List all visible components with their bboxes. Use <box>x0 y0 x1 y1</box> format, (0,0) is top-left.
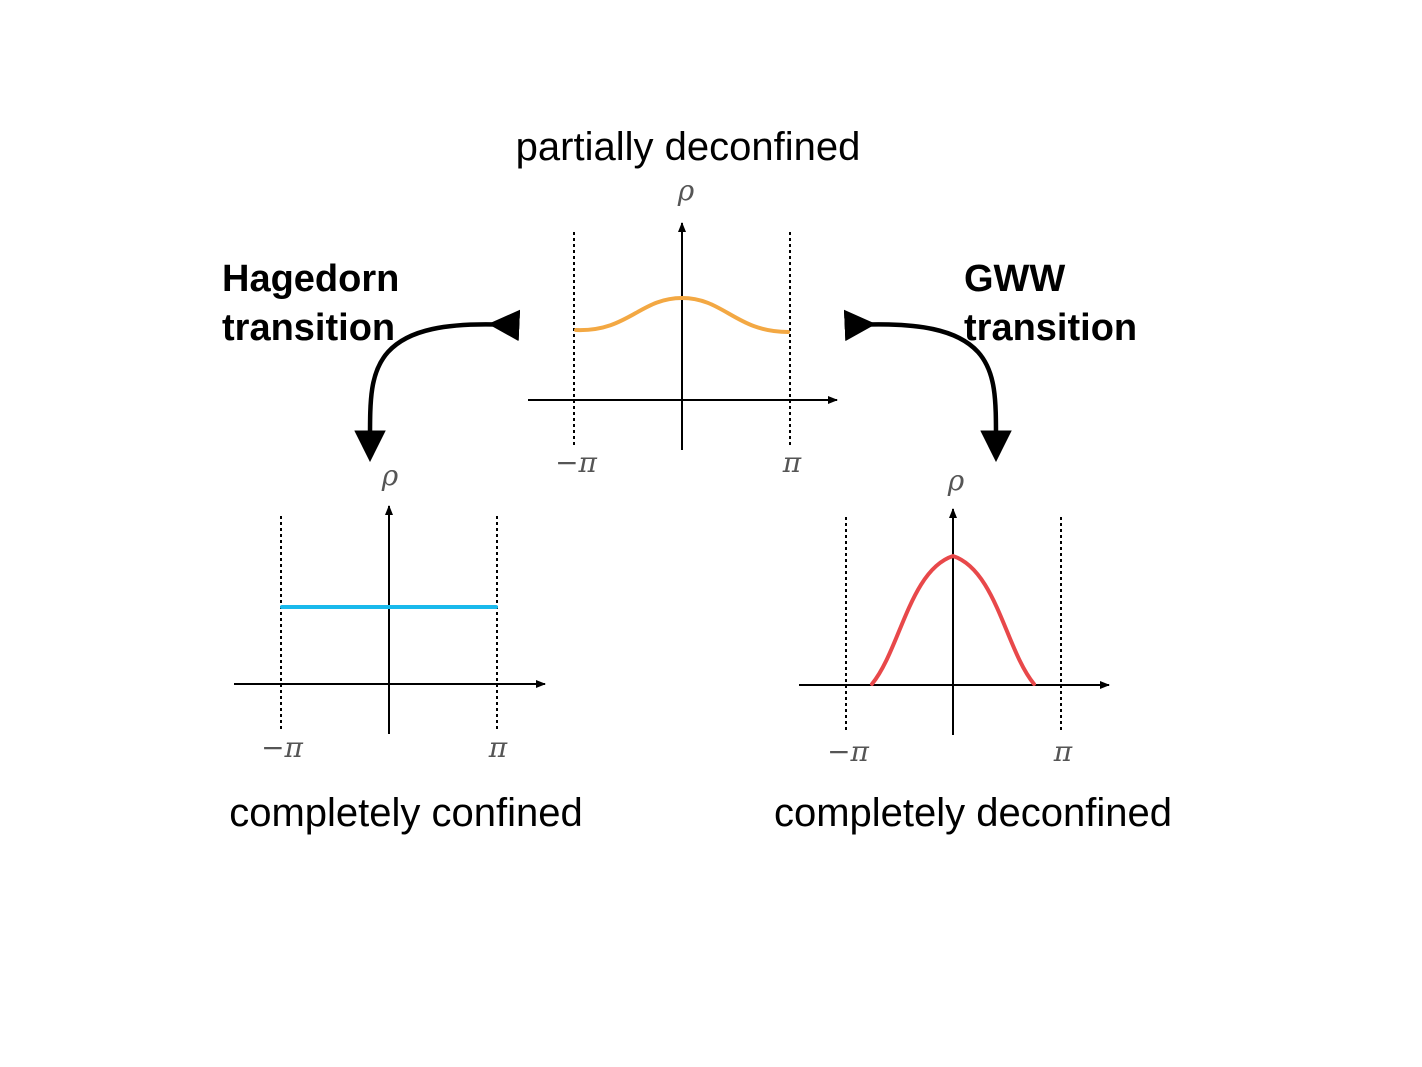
deconfined-x-max-label: π <box>1053 735 1073 768</box>
confined-caption: completely confined <box>229 791 583 835</box>
partial-y-label: ρ <box>677 174 695 207</box>
deconfined-x-min-label: −π <box>827 735 869 768</box>
deconfined-plot: ρ −π π <box>799 464 1110 768</box>
confined-x-max-label: π <box>488 731 508 764</box>
deconfined-y-label: ρ <box>947 464 965 497</box>
partial-caption: partially deconfined <box>516 125 861 169</box>
confined-y-label: ρ <box>381 459 399 492</box>
partial-density-curve <box>574 295 790 334</box>
gww-transition-arrow <box>843 309 1012 463</box>
hagedorn-label-line2: transition <box>222 307 395 349</box>
deconfined-caption: completely deconfined <box>774 791 1172 835</box>
hagedorn-label-line1: Hagedorn <box>222 258 399 300</box>
confined-x-min-label: −π <box>261 731 303 764</box>
gww-label-line2: transition <box>964 307 1137 349</box>
hagedorn-transition-arrow <box>354 309 521 463</box>
partial-x-max-label: π <box>782 446 802 479</box>
confined-plot: ρ −π π <box>234 459 546 764</box>
partial-x-min-label: −π <box>555 446 597 479</box>
partial-plot: ρ −π π <box>528 174 838 479</box>
gww-label-line1: GWW <box>964 258 1065 300</box>
deconfined-density-curve <box>870 553 1036 686</box>
